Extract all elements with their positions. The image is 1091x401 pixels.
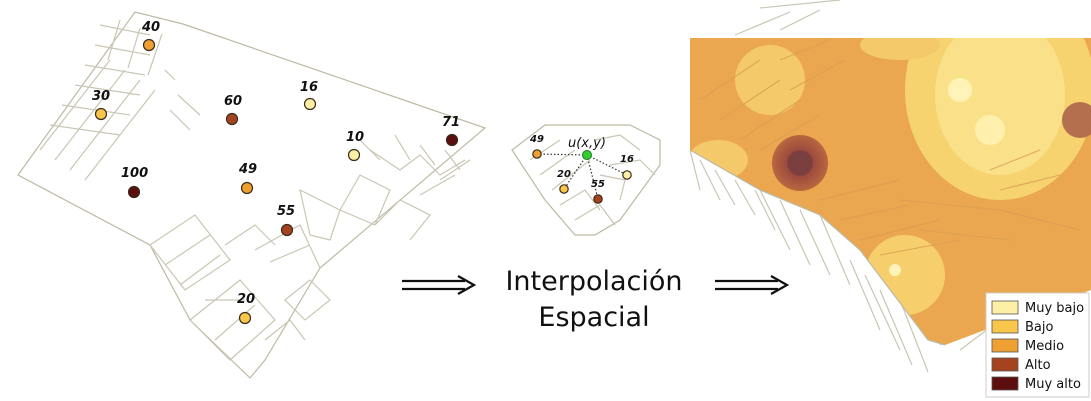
sample-point-label: 16 xyxy=(620,154,634,165)
sample-point xyxy=(532,149,542,159)
sample-point-label: 49 xyxy=(529,134,544,145)
data-point-label: 30 xyxy=(92,89,110,104)
legend-label: Muy bajo xyxy=(1025,301,1084,316)
legend-swatch xyxy=(991,300,1019,315)
middle-map-points: 49 16 20 55 xyxy=(529,134,634,204)
left-map-streets xyxy=(39,19,471,361)
legend-swatch xyxy=(991,319,1019,334)
legend-label: Alto xyxy=(1025,358,1051,373)
left-map-points: 40 30 60 16 10 71 100 49 55 20 xyxy=(92,20,460,325)
data-point-label: 60 xyxy=(224,94,242,109)
sample-point xyxy=(559,184,569,194)
data-point xyxy=(94,107,108,121)
legend-swatch xyxy=(991,338,1019,353)
left-map xyxy=(17,11,487,379)
distance-link xyxy=(536,153,588,156)
data-point-label: 100 xyxy=(121,166,148,181)
data-point xyxy=(142,38,156,52)
arrow-left xyxy=(402,275,477,295)
data-point xyxy=(240,181,254,195)
data-point-label: 40 xyxy=(141,20,160,35)
title-line-1: Interpolación xyxy=(505,266,682,297)
middle-dotted-links xyxy=(536,153,628,200)
target-label: u(x,y) xyxy=(568,136,606,151)
arrow-right xyxy=(715,275,790,295)
right-map-outline xyxy=(689,149,946,346)
legend-label: Bajo xyxy=(1025,320,1053,335)
data-point xyxy=(127,185,141,199)
target-point xyxy=(582,150,592,160)
legend-label: Muy alto xyxy=(1025,377,1081,392)
left-map-outline xyxy=(17,11,487,379)
title-line-2: Espacial xyxy=(538,302,649,333)
data-point xyxy=(238,311,252,325)
legend-label: Medio xyxy=(1025,339,1064,354)
data-point xyxy=(347,148,361,162)
data-point xyxy=(225,112,239,126)
sample-point xyxy=(593,194,603,204)
distance-link xyxy=(586,154,628,176)
data-point-label: 71 xyxy=(442,115,460,130)
middle-map: 49 16 20 55 u(x,y) xyxy=(511,124,661,236)
data-point-label: 55 xyxy=(277,204,295,219)
distance-link xyxy=(586,154,599,200)
sample-point-label: 20 xyxy=(557,169,571,180)
data-point-label: 16 xyxy=(300,80,318,95)
legend-swatch xyxy=(991,376,1019,391)
data-point-label: 49 xyxy=(238,162,257,177)
data-point xyxy=(303,97,317,111)
data-point-label: 10 xyxy=(346,130,364,145)
sample-point-label: 55 xyxy=(591,179,605,190)
data-point-label: 20 xyxy=(237,292,255,307)
middle-map-outline xyxy=(511,124,661,236)
data-point xyxy=(445,133,459,147)
data-point xyxy=(280,223,294,237)
legend-swatch xyxy=(991,357,1019,372)
sample-point xyxy=(622,170,632,180)
